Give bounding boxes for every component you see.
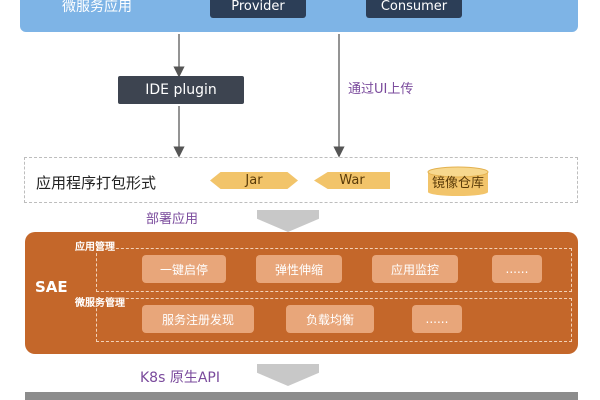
sae-label: SAE [35, 278, 68, 296]
microservice-label: 微服务应用 [62, 0, 132, 15]
chip-app-monitoring: 应用监控 [372, 255, 458, 283]
consumer-box: Consumer [366, 0, 462, 18]
image-repo-cylinder-icon [427, 166, 489, 196]
packaging-label: 应用程序打包形式 [36, 174, 157, 192]
image-repo-label: 镜像仓库 [431, 176, 484, 191]
ide-plugin-box: IDE plugin [118, 76, 244, 104]
k8s-api-note: K8s 原生API [140, 370, 220, 386]
app-mgmt-title: 应用管理 [75, 242, 115, 253]
micro-mgmt-title: 微服务管理 [75, 298, 125, 309]
packaging-container [24, 157, 578, 203]
deploy-app-note: 部署应用 [146, 212, 199, 227]
app-mgmt-group [96, 248, 572, 292]
provider-box: Provider [210, 0, 306, 18]
jar-chevron: Jar [210, 172, 298, 189]
sae-block [25, 232, 578, 354]
chip-app-more: ...... [492, 255, 542, 283]
chip-auto-scaling: 弹性伸缩 [256, 255, 342, 283]
connector-arrows [173, 34, 345, 158]
chip-load-balancing: 负载均衡 [286, 305, 374, 333]
micro-mgmt-group [96, 298, 572, 342]
upload-via-ui-note: 通过UI上传 [348, 82, 414, 97]
war-chevron: War [314, 172, 390, 189]
bottom-band [25, 392, 578, 400]
chip-start-stop: 一键启停 [142, 255, 226, 283]
chip-micro-more: ...... [412, 305, 462, 333]
chip-service-discovery: 服务注册发现 [142, 305, 254, 333]
k8s-arrow [257, 364, 319, 386]
